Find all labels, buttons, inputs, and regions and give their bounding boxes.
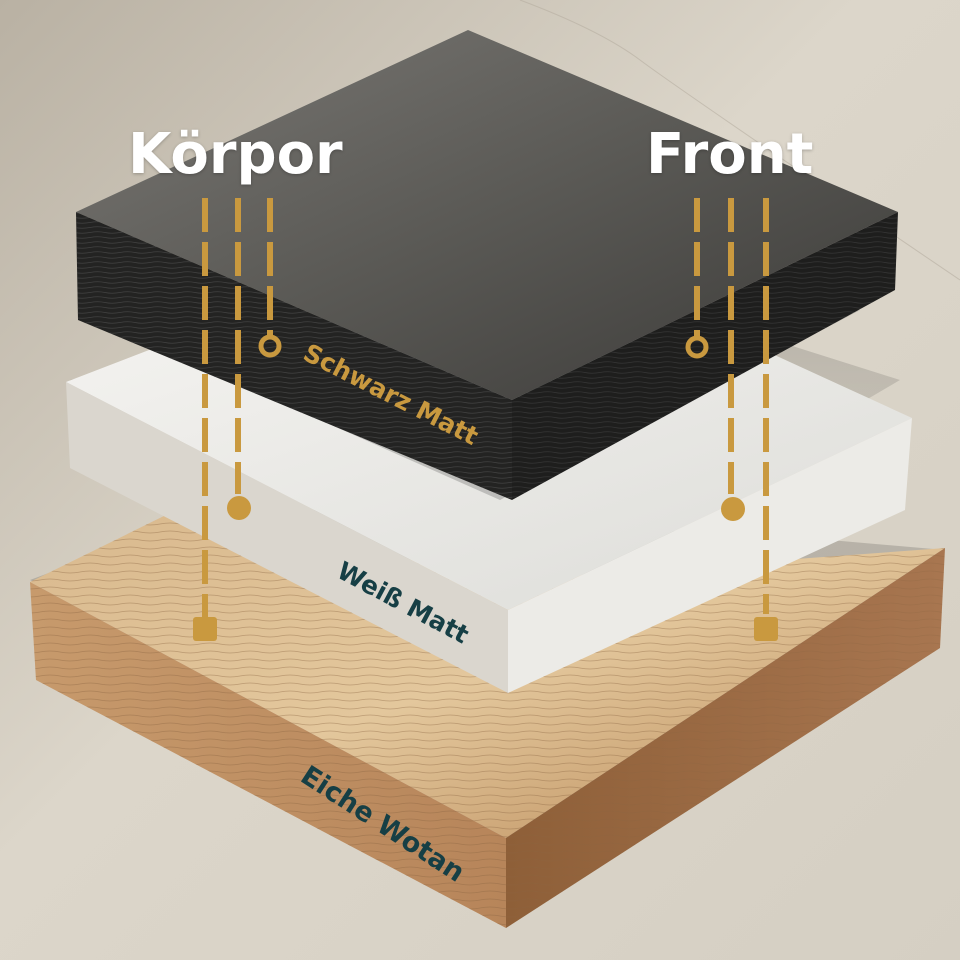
white-right-face — [508, 418, 912, 693]
korpus-white-dot-marker — [227, 496, 251, 520]
front-leaders — [694, 198, 769, 614]
korpus-leaders — [202, 198, 273, 618]
front-title: Front — [646, 122, 814, 187]
front-oak-square-marker — [754, 617, 778, 641]
korpus-oak-square-marker — [193, 617, 217, 641]
black-board — [76, 30, 898, 500]
white-left-face — [66, 382, 508, 693]
korpus-title: Körpor — [128, 122, 343, 187]
front-white-dot-marker — [721, 497, 745, 521]
front-black-ring-marker — [685, 335, 709, 359]
korpus-black-ring-marker — [258, 334, 282, 358]
black-top-face — [76, 30, 898, 400]
